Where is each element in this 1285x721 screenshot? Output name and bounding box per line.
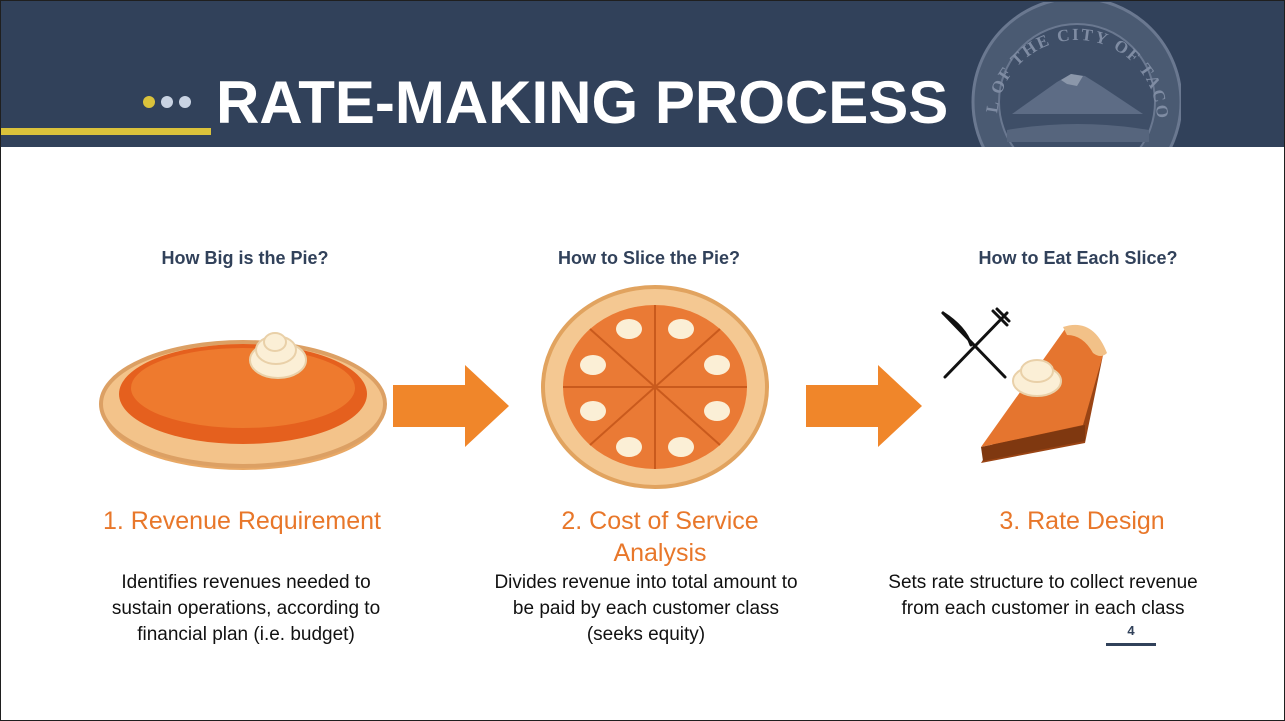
slide-title: RATE-MAKING PROCESS (216, 69, 949, 136)
arrow-right-icon (806, 365, 922, 447)
pie-slice-icon (981, 324, 1107, 463)
arrow-right-icon (393, 365, 509, 447)
step-rate-design: 3. Rate Design (999, 507, 1165, 535)
utensils-icon (941, 307, 1011, 379)
dot-icon (143, 96, 155, 108)
page-number-underline (1106, 643, 1156, 646)
description-cost-of-service: Divides revenue into total amount to be … (494, 572, 798, 645)
description-revenue-requirement: Identifies revenues needed to sustain op… (111, 572, 381, 645)
step-cost-of-service: 2. Cost of Service Analysis (561, 507, 759, 567)
accent-line (1, 128, 211, 135)
question-how-big: How Big is the Pie? (161, 248, 329, 268)
dot-icon (161, 96, 173, 108)
question-how-to-slice: How to Slice the Pie? (557, 248, 741, 268)
question-how-to-eat: How to Eat Each Slice? (978, 248, 1178, 268)
whole-pie-icon (99, 332, 387, 470)
dot-icon (179, 96, 191, 108)
city-seal-icon: SEAL OF THE CITY OF TACOMA (967, 2, 1181, 147)
step-revenue-requirement: 1. Revenue Requirement (103, 507, 381, 535)
page-number: 4 (1127, 623, 1135, 638)
sliced-pie-icon (541, 285, 769, 489)
slide-header: RATE-MAKING PROCESS SEAL OF THE CITY OF … (1, 1, 1284, 147)
description-rate-design: Sets rate structure to collect revenue f… (888, 572, 1198, 619)
